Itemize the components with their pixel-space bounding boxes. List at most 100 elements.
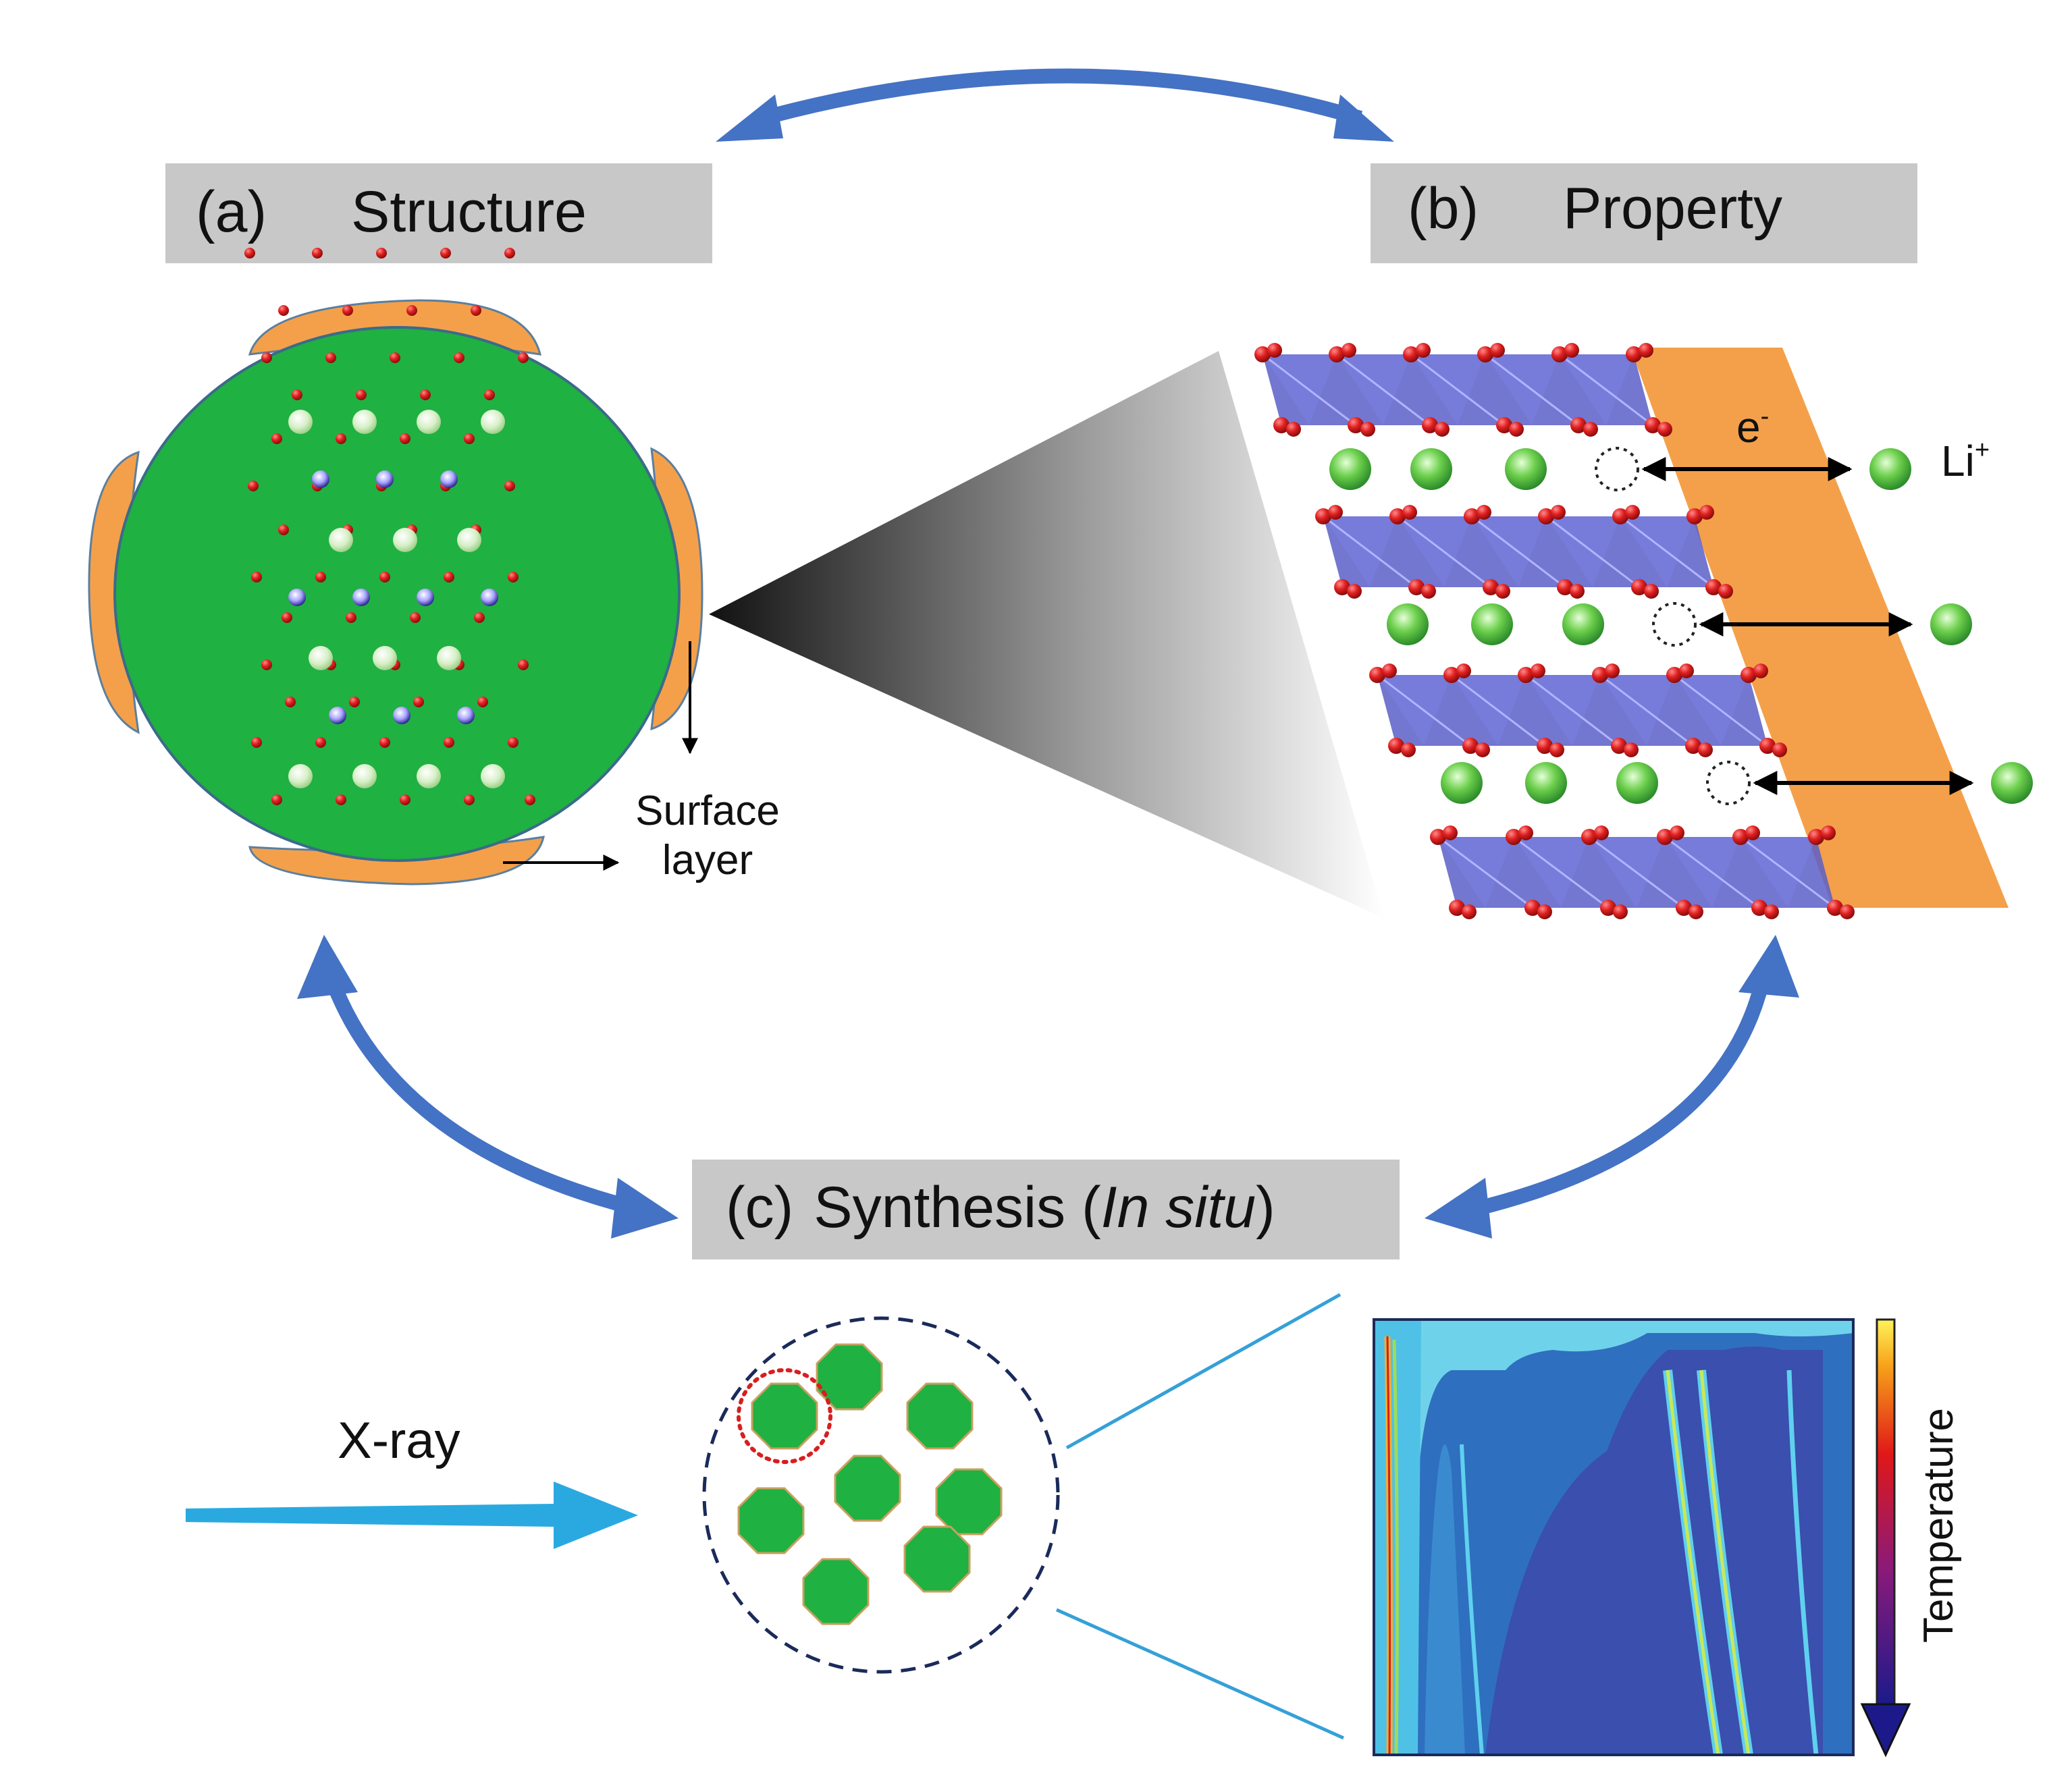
lithium-ion <box>1930 603 1972 645</box>
diffraction-heatmap <box>1373 1318 1855 1756</box>
oxygen-atom <box>1462 904 1477 919</box>
octahedron-face <box>1546 516 1620 587</box>
oxygen-atom <box>1273 417 1290 433</box>
oxygen-atom <box>1827 900 1843 916</box>
oxygen-atom <box>1402 505 1417 520</box>
temperature-scale: Temperature <box>1860 1318 1962 1758</box>
octahedron-face <box>1589 837 1665 908</box>
lithium-atom <box>481 410 505 434</box>
octahedron-face <box>1377 675 1452 746</box>
panel-title: Property <box>1563 176 1782 241</box>
lithium-atom <box>437 646 461 670</box>
oxygen-atom <box>410 612 421 623</box>
octahedron-face <box>1600 675 1674 746</box>
oxygen-atom <box>400 794 410 805</box>
lithium-vacancy <box>1652 602 1697 647</box>
oxygen-atom <box>1477 346 1493 362</box>
oxygen-atom <box>1689 904 1703 919</box>
oxygen-atom <box>504 481 515 491</box>
grain-particle <box>751 1382 818 1450</box>
oxygen-atom <box>1624 742 1639 757</box>
arrowhead-icon <box>1333 94 1394 142</box>
zoom-lines <box>1055 1293 1345 1740</box>
lithium-atom <box>393 528 417 552</box>
lithium-ion <box>1525 762 1567 804</box>
lithium-ion <box>1869 448 1911 490</box>
oxygen-atom <box>1600 900 1616 916</box>
oxygen-atom <box>1741 667 1757 683</box>
oxygen-atom <box>285 697 296 707</box>
oxygen-atom <box>1537 738 1553 754</box>
lithium-ion <box>1562 603 1604 645</box>
cycle-arrow-right <box>1425 935 1799 1239</box>
lithium-atom <box>352 764 377 788</box>
octahedron-face <box>1620 516 1695 587</box>
oxygen-atom <box>1348 417 1364 433</box>
oxygen-atom <box>1564 343 1579 358</box>
oxygen-atom <box>1570 417 1587 433</box>
oxygen-atom <box>1605 663 1620 678</box>
oxygen-atom <box>400 433 410 444</box>
oxygen-atom <box>251 572 262 582</box>
bond-line <box>1620 515 1714 589</box>
oxygen-atom <box>1699 505 1714 520</box>
oxygen-atom <box>1495 584 1510 599</box>
label-box <box>165 163 712 263</box>
bond-line <box>1525 674 1620 747</box>
octahedron-face <box>1485 354 1560 425</box>
octahedron-face <box>1452 675 1526 746</box>
particle-grains <box>737 1343 1003 1625</box>
oxygen-atom <box>1403 346 1419 362</box>
oxygen-atom <box>1496 417 1512 433</box>
sample-capillary <box>702 1316 1060 1674</box>
oxygen-atom <box>1679 663 1694 678</box>
octahedron-face <box>1472 516 1546 587</box>
oxygen-atom <box>1538 508 1554 524</box>
bond-line <box>1377 674 1471 747</box>
oxygen-atom <box>244 248 255 259</box>
oxygen-atom <box>251 737 262 748</box>
oxygen-atom <box>1483 579 1499 595</box>
lithium-ion <box>1410 448 1452 490</box>
oxygen-atom <box>1456 663 1471 678</box>
oxygen-atom <box>1698 742 1713 757</box>
oxygen-atom <box>278 305 289 316</box>
octahedron-face <box>1526 675 1600 746</box>
surface-label-line1: Surface <box>635 788 780 834</box>
oxygen-atom <box>1382 663 1397 678</box>
oxygen-atom <box>248 481 259 491</box>
xray-arrow-icon <box>186 1482 638 1549</box>
oxygen-atom <box>1592 667 1608 683</box>
oxygen-atom <box>1685 738 1701 754</box>
oxygen-atom <box>261 659 272 670</box>
oxygen-atom <box>349 697 360 707</box>
grain-particle <box>802 1558 870 1625</box>
capillary-outline <box>702 1316 1060 1674</box>
transition-metal-atom <box>440 470 458 488</box>
lithium-label: Li+ <box>1941 436 1990 485</box>
bond-line <box>1397 515 1491 589</box>
oxygen-atom <box>271 433 282 444</box>
lithium-atom <box>329 528 353 552</box>
lithium-atom <box>417 764 441 788</box>
lithium-atom <box>457 528 481 552</box>
bond-line <box>1545 515 1640 589</box>
oxygen-atom <box>420 389 431 400</box>
transition-metal-layers <box>1254 343 1855 919</box>
cycle-arrow-top <box>716 68 1394 142</box>
transition-metal-atom <box>417 589 434 606</box>
oxygen-atom <box>1676 900 1692 916</box>
surface-layer-callout: Surface layer <box>503 641 780 884</box>
panel-title: (c)Synthesis (In situ) <box>726 1175 1275 1240</box>
bond-line <box>1559 353 1653 427</box>
lithium-ion <box>1329 448 1371 490</box>
oxygen-atom <box>1329 346 1345 362</box>
arrowhead-icon <box>1738 935 1799 998</box>
down-arrow-icon <box>1860 1703 1911 1758</box>
transition-metal-atom <box>329 707 346 724</box>
oxygen-atom <box>1430 829 1446 845</box>
oxygen-atom <box>261 352 272 363</box>
bond-line <box>1323 515 1417 589</box>
cycle-arrow-left <box>297 935 679 1239</box>
